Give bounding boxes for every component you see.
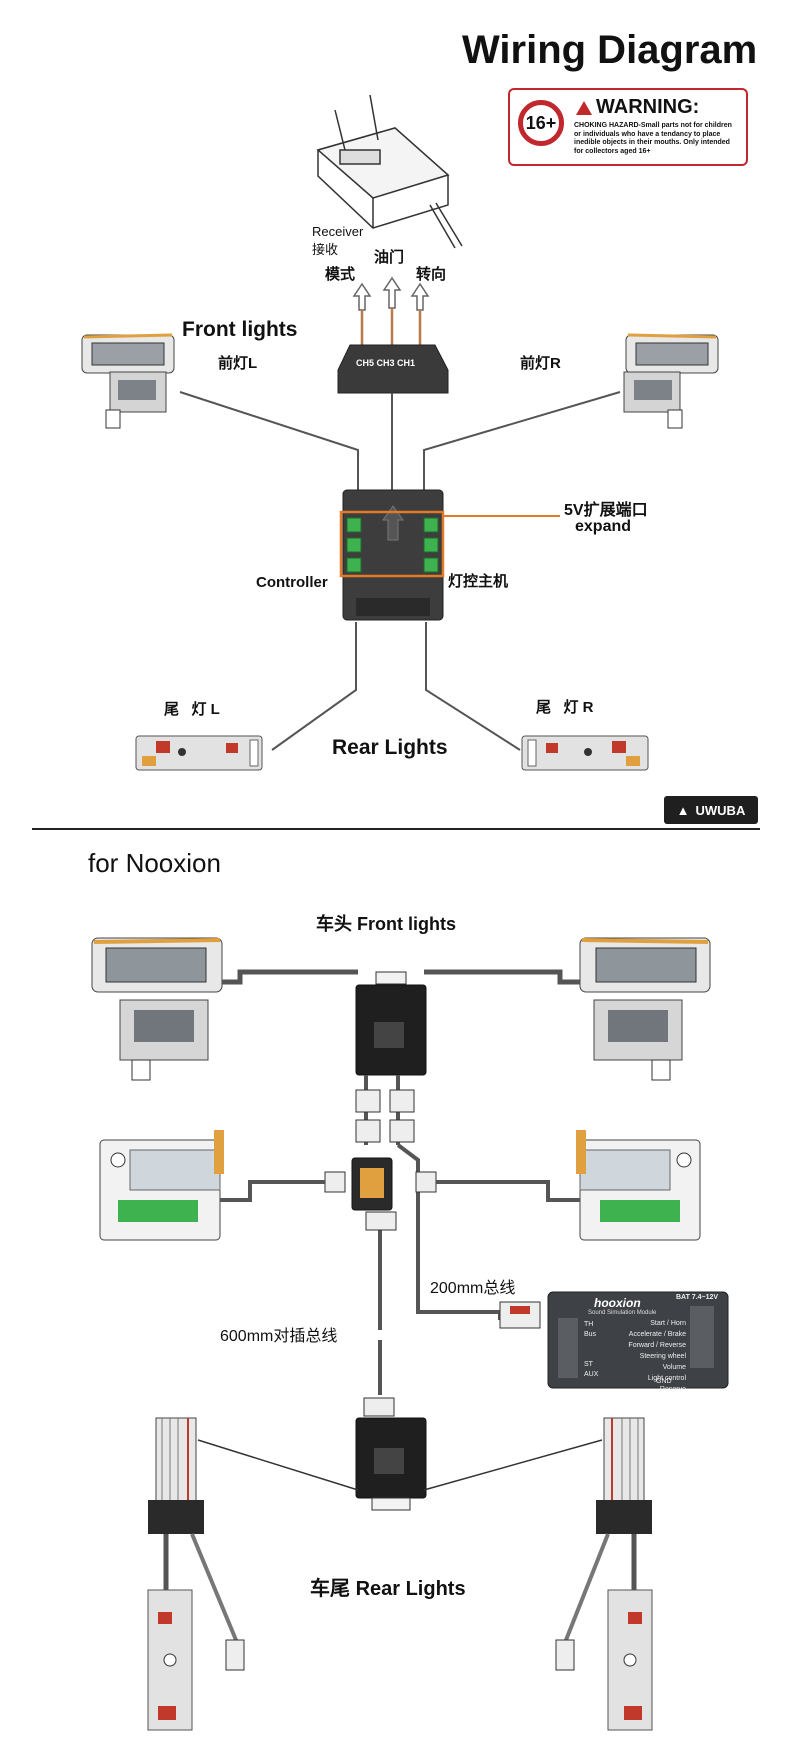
module-subtitle: Sound Simulation Module	[588, 1310, 657, 1316]
channel-plug	[337, 344, 449, 394]
throttle-label: 油门	[374, 249, 405, 266]
module-function-item: Accelerate / Brake	[628, 1331, 686, 1338]
controller-label-cn: 灯控主机	[448, 573, 509, 590]
module-function-item: Light control	[647, 1375, 686, 1382]
module-function-item: Steering wheel	[639, 1353, 686, 1360]
nx-front-wires	[222, 969, 580, 985]
nx-center-harness	[364, 1075, 502, 1395]
nx-front-light-right-icon	[579, 937, 711, 1081]
nx-rear-label-en: Rear Lights	[355, 1578, 466, 1600]
rear-light-left-board	[135, 735, 263, 771]
channel-plug-label: CH5 CH3 CH1	[356, 358, 416, 368]
module-function-item: Start / Horn	[650, 1320, 686, 1327]
channel-arrows	[352, 276, 430, 311]
receiver-icon	[316, 94, 463, 249]
nx-sound-module	[547, 1291, 729, 1389]
nooxion-heading: for Nooxion	[88, 848, 221, 878]
warning-heading-text: WARNING:	[596, 96, 700, 118]
warning-triangle-icon	[576, 100, 592, 115]
nx-rear-label: 车尾 Rear Lights	[310, 1572, 466, 1601]
warning-box: 16+ WARNING: CHOKING HAZARD-Small parts …	[508, 88, 748, 166]
module-port: TH	[584, 1321, 594, 1328]
module-port: AUX	[584, 1371, 599, 1378]
module-function-item: Forward / Reverse	[628, 1342, 686, 1349]
steering-label: 转向	[416, 266, 447, 283]
front-right-label: 前灯R	[520, 355, 561, 372]
controller-box	[339, 489, 560, 621]
warning-text: CHOKING HAZARD-Small parts not for child…	[574, 122, 732, 155]
warning-heading: WARNING:	[576, 96, 699, 119]
front-light-right-icon	[623, 333, 719, 429]
brand-logo: ▲UWUBA	[664, 796, 758, 824]
module-port: ST	[584, 1361, 593, 1368]
nx-side-board-right	[576, 1130, 701, 1241]
rear-right-label: 尾 灯 R	[536, 699, 594, 716]
front-light-left-icon	[81, 333, 175, 429]
module-gnd: GND	[656, 1378, 672, 1385]
module-ports-lower: ST AUX	[584, 1360, 598, 1380]
module-functions: Start / Horn Accelerate / Brake Forward …	[600, 1318, 686, 1395]
module-port: Bus	[584, 1331, 597, 1338]
nx-rear-label-cn: 车尾	[310, 1578, 350, 1600]
nx-front-light-left-icon	[91, 937, 223, 1081]
expand-label-en: expand	[575, 518, 632, 535]
bus-600-label: 600mm对插总线	[220, 1328, 338, 1345]
module-logo: hooxion	[594, 1296, 641, 1310]
brand-text: UWUBA	[695, 802, 746, 818]
nx-rear-harness-right	[555, 1417, 653, 1731]
top-wires	[179, 391, 621, 751]
expand-ports	[346, 517, 439, 573]
nx-rear-board	[355, 1417, 427, 1511]
page-title: Wiring Diagram	[462, 28, 758, 72]
nx-rear-wires	[197, 1439, 603, 1491]
rear-light-right-board	[521, 735, 649, 771]
nx-connectors	[324, 1089, 541, 1417]
age-badge: 16+	[518, 100, 564, 146]
module-function-item: Reserve	[659, 1386, 686, 1393]
nx-rear-harness-left	[147, 1417, 245, 1731]
expand-label-cn: 5V扩展端口	[564, 502, 648, 519]
receiver-label-en: Receiver	[312, 224, 364, 239]
section-divider	[32, 828, 760, 830]
channel-wires	[360, 308, 422, 348]
nx-front-label-cn: 车头	[316, 914, 352, 934]
rear-lights-label: Rear Lights	[332, 736, 448, 759]
mode-label: 模式	[325, 266, 356, 283]
front-lights-label: Front lights	[182, 318, 298, 341]
module-power: BAT 7.4~12V	[676, 1294, 719, 1301]
rear-left-label: 尾 灯 L	[164, 701, 220, 718]
receiver-label-cn: 接收	[312, 242, 339, 257]
module-function-item: Volume	[662, 1364, 686, 1371]
controller-label-en: Controller	[256, 574, 328, 591]
nx-front-label-en: Front lights	[357, 914, 456, 934]
module-ports: TH Bus	[584, 1320, 596, 1340]
front-left-label: 前灯L	[218, 355, 258, 372]
nx-front-label: 车头 Front lights	[316, 910, 456, 936]
nx-front-board	[355, 971, 427, 1076]
bus-200-label: 200mm总线	[430, 1280, 516, 1297]
nx-side-wires	[220, 1180, 580, 1202]
nx-side-board-left	[99, 1130, 224, 1241]
